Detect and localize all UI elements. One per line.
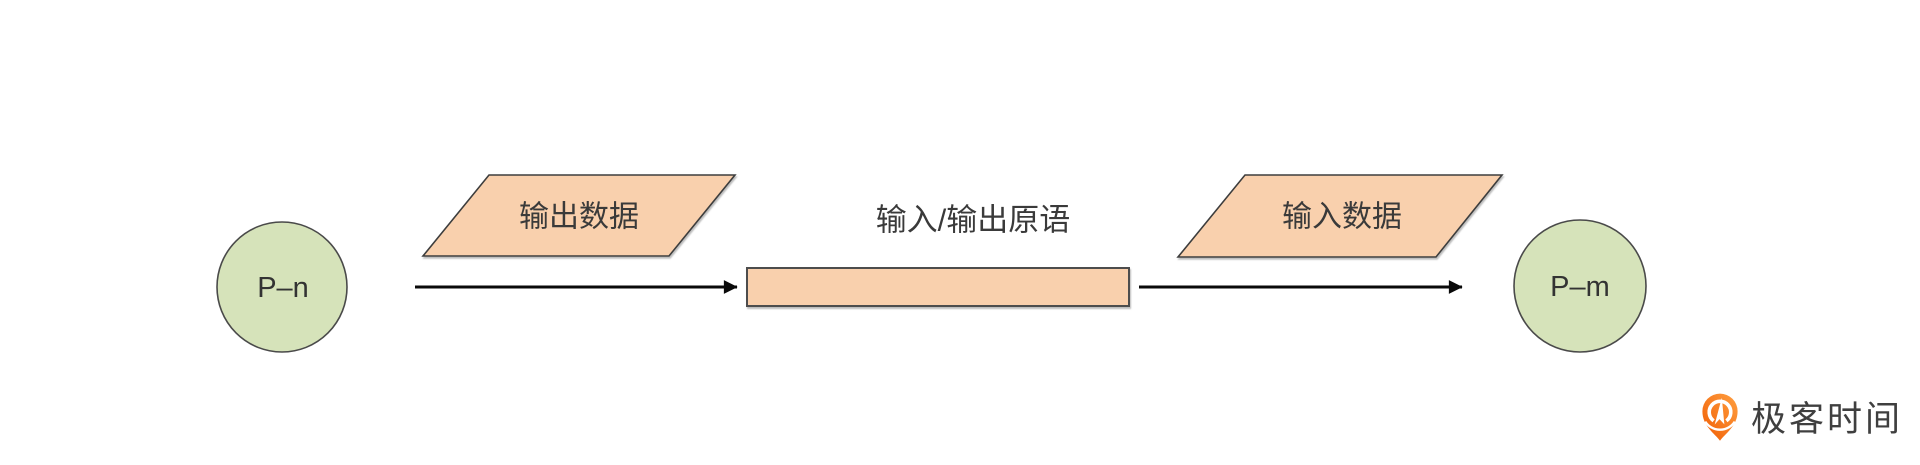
process-node-pm	[1513, 219, 1647, 353]
input-data-label: 输入数据	[1282, 201, 1402, 234]
io-primitive-label: 输入/输出原语	[876, 203, 1071, 238]
output-data-label: 输出数据	[519, 201, 639, 234]
process-node-pm-label: P–m	[1550, 271, 1610, 303]
io-primitive-box	[746, 267, 1130, 307]
geektime-logo-text: 极客时间	[1751, 400, 1903, 439]
geektime-logo-icon	[1702, 393, 1738, 441]
process-node-pn-label: P–n	[257, 272, 309, 304]
input-data-shape	[1176, 174, 1504, 258]
output-data-shape	[421, 174, 737, 257]
geektime-logo: 极客时间	[1702, 393, 1903, 441]
process-node-pn	[216, 221, 348, 353]
